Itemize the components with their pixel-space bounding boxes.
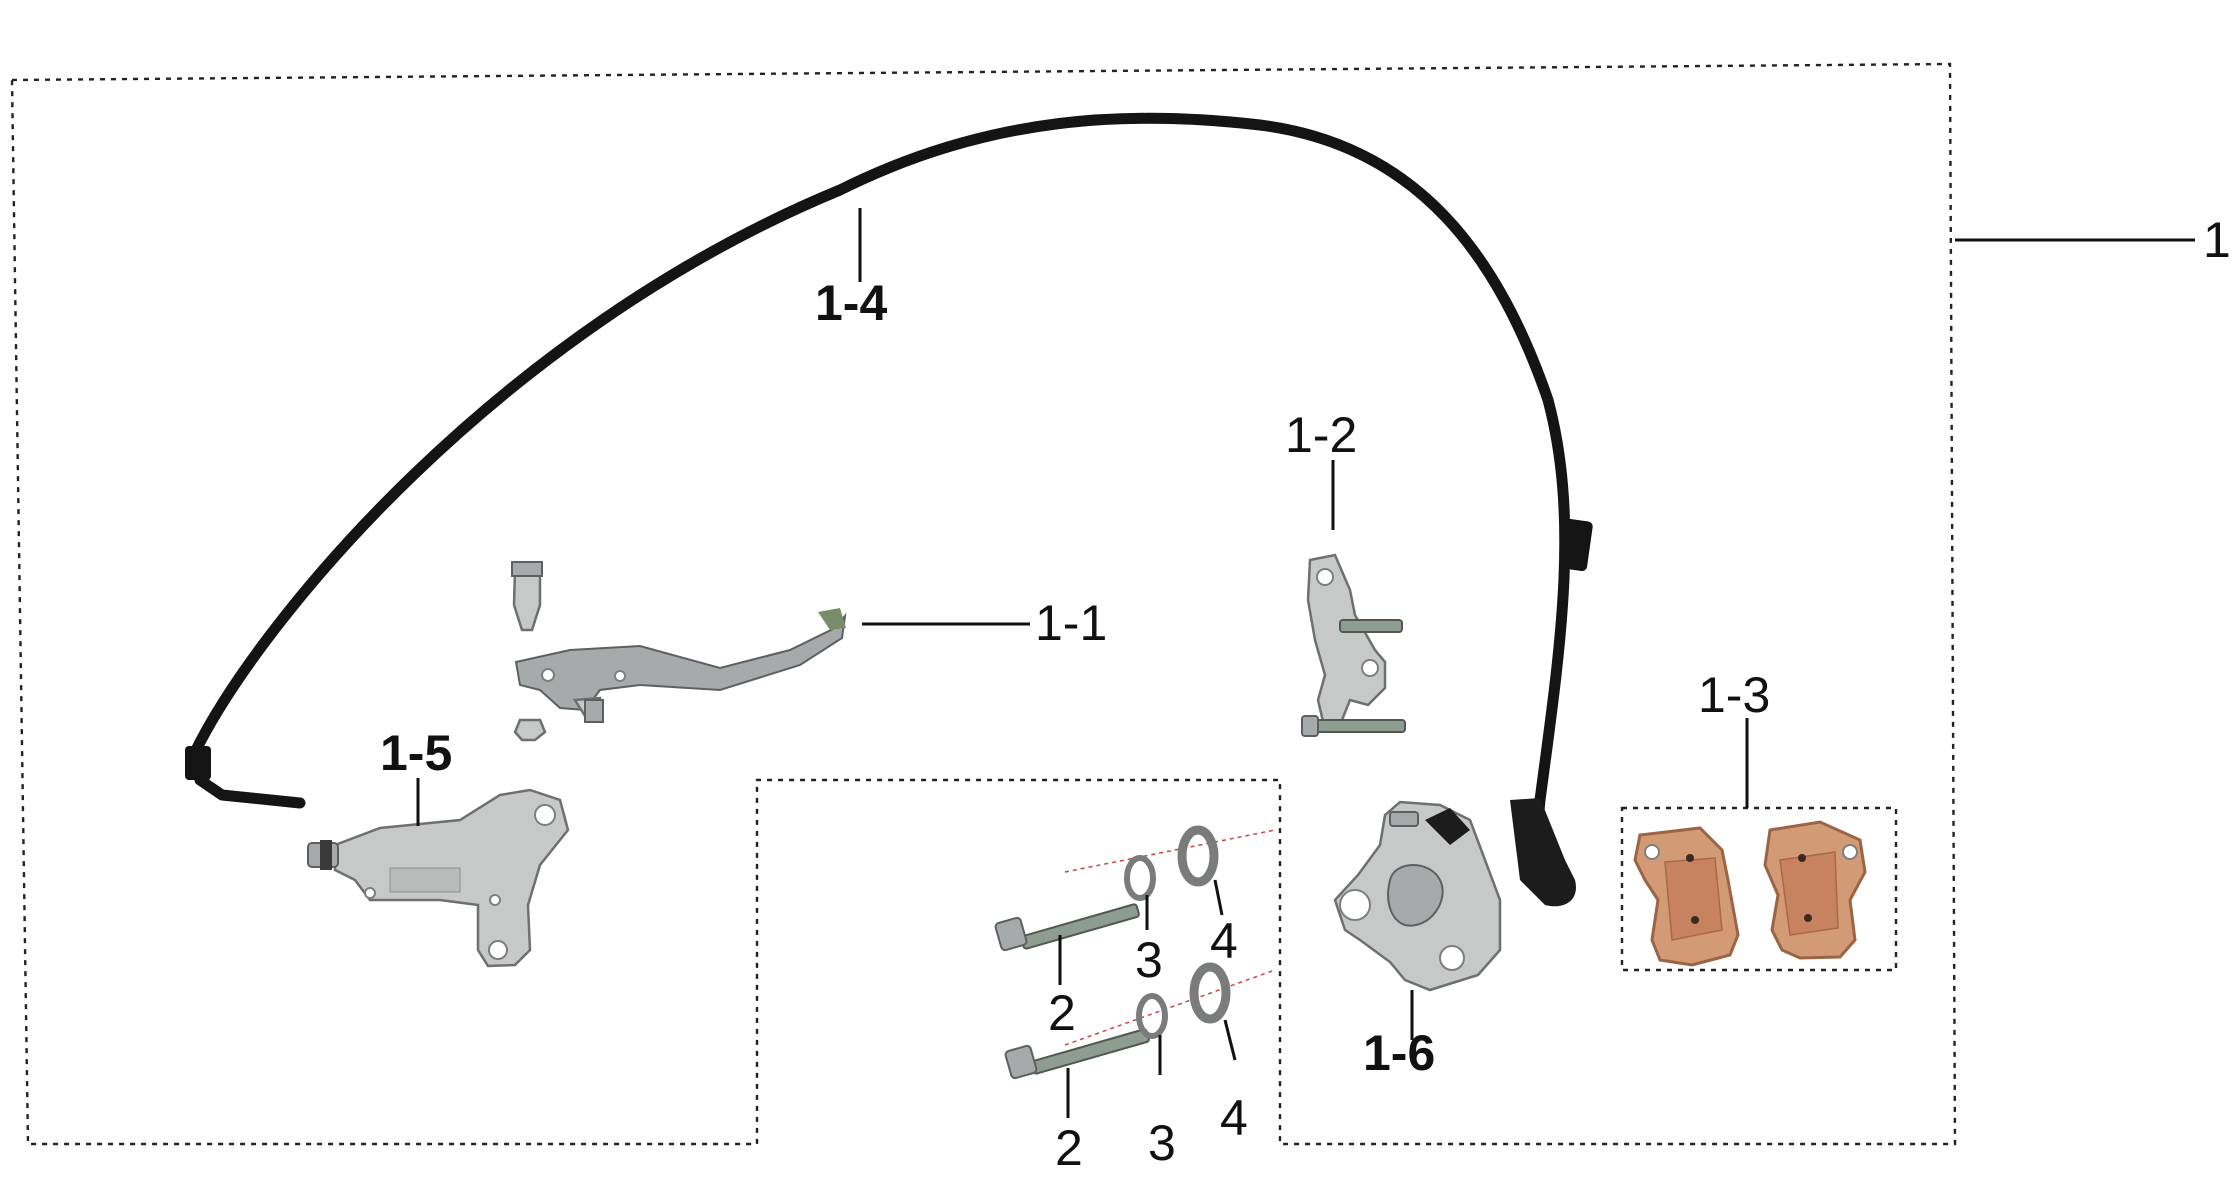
bolt-upper-label: 2 [1048,985,1076,1041]
master-cylinder-label: 1-5 [380,725,452,781]
flat-washer-upper [1177,825,1219,887]
flat-washer-upper-leader [1213,879,1224,916]
brake-lever [511,561,847,742]
brake-pads [1633,820,1867,967]
pads-label: 1-3 [1698,667,1770,723]
flat-washer-lower [1189,962,1231,1024]
caliper-bracket [1301,553,1406,737]
spring-washer-upper-label: 3 [1135,932,1163,988]
hose-label: 1-4 [815,275,887,331]
assembly-label: 1 [2203,212,2231,268]
caliper-label: 1-6 [1363,1025,1435,1081]
bracket-label: 1-2 [1285,407,1357,463]
assembly-boundary [10,62,1957,1146]
spring-washer-upper [1124,855,1156,901]
bolt-upper [994,903,1140,952]
bolt-lower [1004,1028,1150,1080]
lever-label: 1-1 [1035,595,1107,651]
flat-washer-lower-label: 4 [1220,1090,1248,1146]
brake-caliper [1333,800,1502,992]
brake-pads-boundary [1620,806,1898,972]
spring-washer-lower-label: 3 [1148,1115,1176,1171]
mounting-hardware [994,825,1276,1080]
flat-washer-lower-leader [1223,1019,1237,1061]
brake-hose [185,112,1593,907]
bolt-lower-label: 2 [1055,1120,1083,1176]
master-cylinder [307,788,570,968]
flat-washer-upper-label: 4 [1210,913,1238,969]
spring-washer-lower [1136,993,1168,1039]
